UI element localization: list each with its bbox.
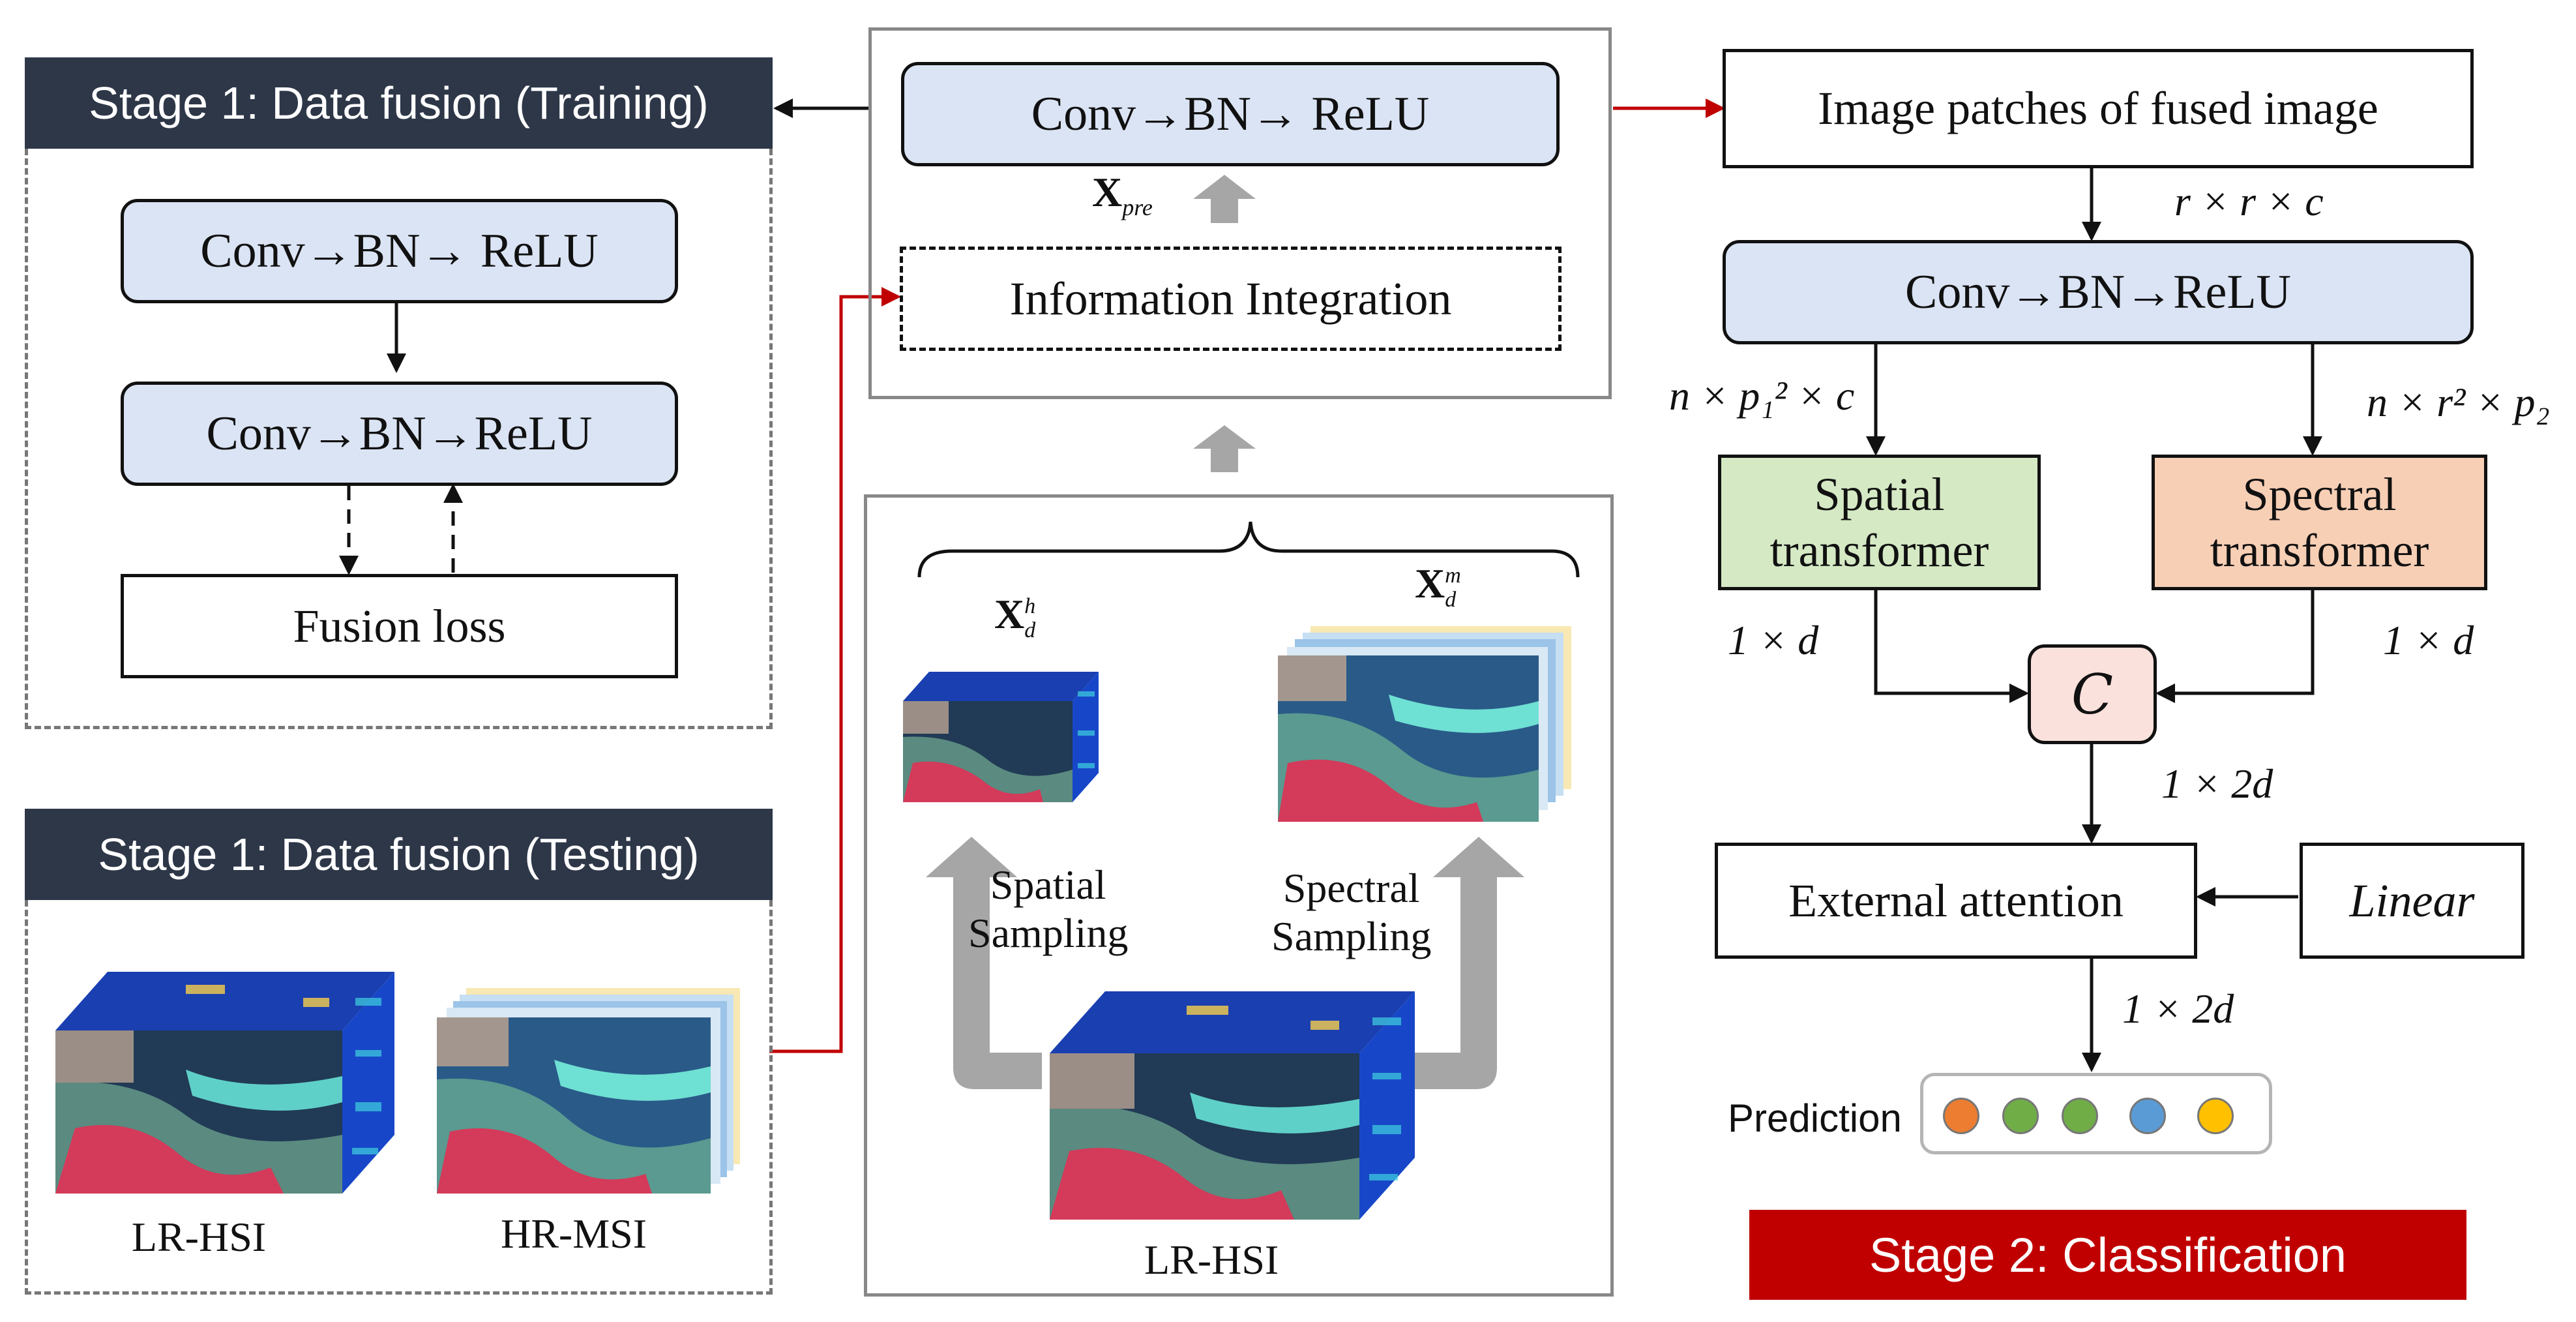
concat-symbol: C — [2071, 662, 2114, 727]
spatial-sampling-label: Spatial Sampling — [968, 861, 1128, 957]
x-d-m-stack — [1278, 626, 1571, 822]
x-d-h-cube — [903, 672, 1099, 802]
prediction-dot-1 — [1943, 1098, 1979, 1134]
spectral-sampling-label: Spectral Sampling — [1271, 864, 1431, 960]
gray-arrow-spectral-sampling — [1408, 837, 1524, 1089]
spatial-transformer-line2: transformer — [1769, 524, 1989, 577]
lr-hsi-cube-testing-image — [55, 972, 394, 1194]
stage1-training-frame — [25, 149, 773, 729]
x-d-h-subscript: d — [1024, 618, 1036, 643]
fusion-network-frame — [868, 27, 1612, 399]
x-pre-symbol: X — [1092, 169, 1123, 215]
lr-hsi-cube-testing — [55, 972, 394, 1194]
stage1-training-title: Stage 1: Data fusion (Training) — [25, 57, 773, 149]
sampling-frame — [864, 494, 1614, 1297]
x-d-h-superscript: h — [1024, 593, 1036, 618]
information-integration-box: Information Integration — [900, 247, 1562, 351]
center-conv-block-label: Conv→BN→ ReLU — [1031, 87, 1430, 141]
gray-arrow-spatial-sampling — [926, 837, 1042, 1089]
hr-msi-testing-label: HR-MSI — [500, 1210, 647, 1257]
prediction-dot-2 — [2002, 1098, 2039, 1134]
training-conv-block-2-label: Conv→BN→ReLU — [206, 406, 593, 460]
hr-msi-stack-testing — [437, 988, 740, 1194]
external-attention-box: External attention — [1715, 843, 2197, 959]
spatial-transformer-line1: Spatial — [1814, 468, 1945, 520]
hr-msi-stack-testing-image — [437, 988, 740, 1194]
prediction-box — [1920, 1073, 2272, 1154]
spectral-sampling-line1: Spectral — [1282, 865, 1420, 911]
stage2-conv-block-label: Conv→BN→ReLU — [1905, 265, 2291, 319]
x-pre-label: Xpre — [1092, 168, 1153, 221]
gray-arrow-mid-head — [1193, 425, 1256, 449]
image-patches-label: Image patches of fused image — [1818, 82, 2378, 134]
x-pre-subscript: pre — [1122, 194, 1153, 220]
center-conv-block: Conv→BN→ ReLU — [901, 62, 1560, 166]
prediction-dot-4 — [2129, 1098, 2166, 1134]
training-conv-block-2: Conv→BN→ReLU — [121, 382, 678, 486]
prediction-dot-3 — [2062, 1098, 2098, 1134]
linear-box: Linear — [2300, 843, 2524, 959]
training-conv-block-1: Conv→BN→ ReLU — [121, 199, 678, 303]
x-d-h-cube-image — [903, 672, 1099, 802]
rrc-dim-label: r × r × c — [2174, 178, 2324, 224]
lr-hsi-cube-center — [1050, 991, 1415, 1220]
spectral-sampling-line2: Sampling — [1271, 912, 1432, 959]
lr-hsi-testing-label: LR-HSI — [131, 1214, 267, 1260]
training-conv-block-1-label: Conv→BN→ ReLU — [200, 224, 599, 278]
concat-box: C — [2028, 644, 2157, 744]
spatial-output-dim: 1 × d — [1728, 617, 1819, 663]
fusion-loss-box: Fusion loss — [121, 574, 678, 678]
arrow-spectral-concat — [2155, 589, 2315, 703]
curly-brace — [917, 521, 1580, 578]
attention-output-dim: 1 × 2d — [2122, 985, 2234, 1032]
spectral-transformer-line1: Spectral — [2242, 468, 2397, 520]
fusion-loss-label: Fusion loss — [293, 599, 506, 652]
spectral-transformer-line2: transformer — [2210, 524, 2429, 577]
image-patches-box: Image patches of fused image — [1723, 49, 2474, 168]
gray-arrow-mid-stem — [1211, 445, 1238, 472]
prediction-label: Prediction — [1728, 1096, 1902, 1140]
stage1-testing-frame — [25, 900, 773, 1295]
x-d-h-symbol: X — [994, 591, 1025, 637]
spectral-output-dim: 1 × d — [2383, 617, 2474, 663]
spatial-transformer-box: Spatial transformer — [1718, 455, 2041, 590]
gray-arrow-xpre-head — [1193, 175, 1256, 199]
stage2-title: Stage 2: Classification — [1749, 1210, 2466, 1300]
gray-arrow-layer — [926, 175, 1524, 1089]
spatial-dim-label: n × p₁² × c — [1669, 372, 1855, 419]
arrow-spatial-concat — [1874, 589, 2029, 703]
x-d-m-subscript: d — [1445, 588, 1457, 612]
concat-output-dim: 1 × 2d — [2161, 760, 2273, 807]
information-integration-label: Information Integration — [1009, 272, 1452, 325]
external-attention-label: External attention — [1788, 874, 2124, 927]
x-d-m-superscript: m — [1445, 563, 1461, 588]
lr-hsi-cube-center-image — [1050, 991, 1415, 1220]
spatial-sampling-line2: Sampling — [968, 909, 1129, 956]
stage2-conv-block: Conv→BN→ReLU — [1723, 240, 2474, 344]
spatial-sampling-line1: Spatial — [990, 862, 1106, 908]
lr-hsi-center-label: LR-HSI — [1144, 1237, 1279, 1283]
spectral-dim-label: n × r² × p₂ — [2367, 379, 2550, 425]
x-d-m-symbol: X — [1415, 560, 1445, 607]
linear-label: Linear — [2349, 874, 2475, 927]
gray-arrow-xpre-stem — [1211, 196, 1238, 223]
x-d-m-stack-image — [1278, 626, 1571, 822]
stage1-testing-title: Stage 1: Data fusion (Testing) — [25, 809, 773, 900]
prediction-dot-5 — [2197, 1098, 2234, 1134]
spectral-transformer-box: Spectral transformer — [2152, 455, 2487, 590]
